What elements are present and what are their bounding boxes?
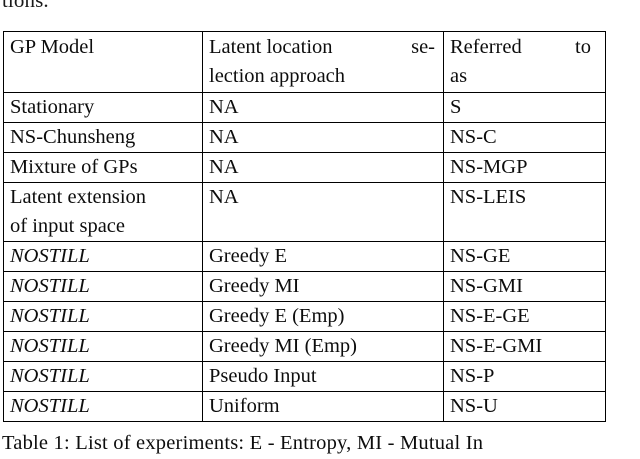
- cell-referred-as: NS-GMI: [443, 271, 606, 302]
- truncated-paragraph-tail: tions.: [2, 0, 49, 12]
- cell-approach-line2: [209, 212, 443, 241]
- header-approach-line1-part2: se-: [411, 36, 435, 58]
- cell-referred-as: NS-MGP: [443, 152, 606, 183]
- cell-model: NS-Chunsheng: [3, 122, 203, 153]
- cell-referred-as: NS-U: [443, 391, 606, 422]
- cell-referred-as: NS-E-GE: [443, 301, 606, 332]
- table-row: Stationary NA S: [3, 92, 606, 123]
- cell-model-line2: of input space: [10, 215, 125, 237]
- cell-model: Mixture of GPs: [3, 152, 203, 183]
- cell-referred-as-line1: NS-LEIS: [450, 186, 527, 208]
- cell-model: NOSTILL: [3, 331, 203, 362]
- cell-referred-as: NS-E-GMI: [443, 331, 606, 362]
- header-cell-gp-model: GP Model: [3, 31, 203, 93]
- header-referred-line1-part1: Referred: [450, 36, 522, 58]
- cell-approach: Greedy E: [202, 241, 444, 272]
- table-row: NOSTILL Greedy MI (Emp) NS-E-GMI: [3, 331, 606, 362]
- cell-referred-as: NS-C: [443, 122, 606, 153]
- cell-referred-as: NS-P: [443, 361, 606, 392]
- header-approach-line1-part1: Latent location: [209, 36, 333, 58]
- header-approach-line1: Latent location se-: [209, 33, 443, 62]
- table-row: NOSTILL Greedy MI NS-GMI: [3, 271, 606, 302]
- cell-approach: NA: [202, 122, 444, 153]
- cell-model: NOSTILL: [3, 391, 203, 422]
- header-referred-line1: Referred to: [450, 33, 605, 62]
- experiments-table-container: GP Model Latent location se- lection app…: [3, 31, 606, 422]
- header-gp-model-line1: GP Model: [10, 36, 95, 58]
- experiments-table: GP Model Latent location se- lection app…: [3, 31, 606, 422]
- cell-model: Stationary: [3, 92, 203, 123]
- header-cell-referred-to-as: Referred to as: [443, 31, 606, 93]
- header-approach-line2: lection approach: [209, 65, 346, 87]
- table-row: NOSTILL Greedy E NS-GE: [3, 241, 606, 272]
- cell-model-line1: Latent extension: [10, 186, 147, 208]
- cell-referred-as-line2: [450, 212, 605, 241]
- table-row: NS-Chunsheng NA NS-C: [3, 122, 606, 153]
- cell-model: Latent extension of input space: [3, 182, 203, 242]
- header-referred-line1-part2: to: [575, 36, 591, 58]
- cell-approach: NA: [202, 92, 444, 123]
- cell-model: NOSTILL: [3, 301, 203, 332]
- cell-approach: NA: [202, 152, 444, 183]
- cell-approach: NA: [202, 182, 444, 242]
- cell-approach: Greedy E (Emp): [202, 301, 444, 332]
- table-row: Latent extension of input space NA NS-LE…: [3, 182, 606, 242]
- cell-referred-as: NS-GE: [443, 241, 606, 272]
- table-row: Mixture of GPs NA NS-MGP: [3, 152, 606, 183]
- cell-model: NOSTILL: [3, 361, 203, 392]
- table-row: NOSTILL Pseudo Input NS-P: [3, 361, 606, 392]
- cell-approach: Greedy MI (Emp): [202, 331, 444, 362]
- cell-model: NOSTILL: [3, 271, 203, 302]
- header-gp-model-line2: [10, 62, 202, 91]
- header-cell-latent-location-selection-approach: Latent location se- lection approach: [202, 31, 444, 93]
- cell-approach: Uniform: [202, 391, 444, 422]
- cell-referred-as: NS-LEIS: [443, 182, 606, 242]
- table-header-row: GP Model Latent location se- lection app…: [3, 31, 606, 93]
- header-referred-line2: as: [450, 65, 468, 87]
- cell-model: NOSTILL: [3, 241, 203, 272]
- table-row: NOSTILL Uniform NS-U: [3, 391, 606, 422]
- cell-referred-as: S: [443, 92, 606, 123]
- table-caption: Table 1: List of experiments: E - Entrop…: [2, 432, 484, 454]
- table-row: NOSTILL Greedy E (Emp) NS-E-GE: [3, 301, 606, 332]
- cell-approach: Pseudo Input: [202, 361, 444, 392]
- cell-approach-line1: NA: [209, 186, 239, 208]
- cell-approach: Greedy MI: [202, 271, 444, 302]
